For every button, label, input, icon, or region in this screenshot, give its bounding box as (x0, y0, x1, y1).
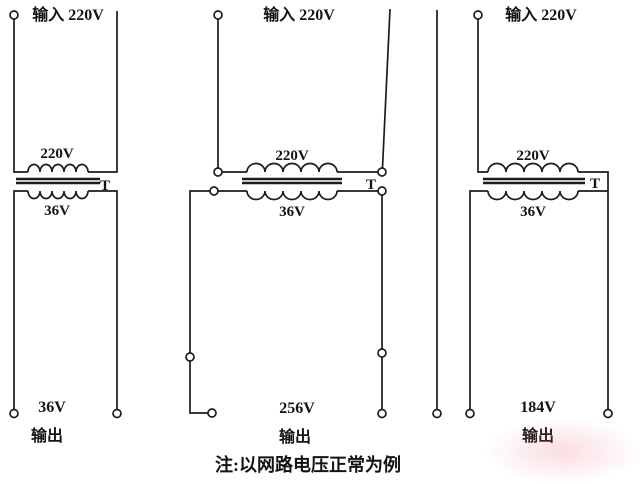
secondary-right-terminal (377, 186, 387, 196)
primary-coil (246, 162, 338, 173)
diagram-normal-36v: 输入 220V 220V T 36V 36V 输出 (9, 5, 122, 445)
input-terminal (9, 10, 19, 20)
secondary-left-wire (469, 190, 488, 409)
primary-coil (487, 162, 579, 173)
diagram-boost-256v: 输入 220V 220V T 36V 256V 输出 (185, 5, 391, 446)
output-left-wire (189, 361, 208, 414)
output-voltage-label: 184V (520, 399, 556, 416)
footnote: 注:以网路电压正常为例 (215, 454, 401, 475)
input-right-wire (381, 8, 391, 168)
output-terminal (465, 408, 475, 419)
secondary-voltage-label: 36V (44, 203, 70, 219)
output-voltage-label: 256V (279, 400, 315, 417)
output-right-wire (88, 190, 118, 409)
input-left-wire (477, 19, 488, 173)
secondary-coil (246, 190, 338, 201)
output-voltage-label: 36V (38, 399, 66, 416)
output-terminal (432, 408, 442, 419)
input-right-wire (88, 11, 118, 173)
tap-terminal (377, 348, 387, 358)
output-terminal (377, 408, 387, 419)
diagram-buck-184v: 输入 220V 220V T 36V 184V 输出 (432, 5, 613, 445)
input-terminal (213, 10, 223, 20)
input-label: 输入 220V (32, 5, 104, 24)
primary-coil (27, 163, 89, 173)
tap-terminal (185, 352, 195, 362)
output-terminal (207, 408, 217, 418)
primary-right-wire (578, 171, 609, 409)
output-terminal (112, 408, 122, 419)
output-terminal (9, 408, 19, 419)
input-left-wire (13, 19, 28, 173)
input-label: 输入 220V (505, 5, 577, 24)
series-link-wire (189, 190, 210, 353)
secondary-voltage-label: 36V (520, 204, 546, 220)
input-label: 输入 220V (263, 5, 335, 24)
input-terminal (473, 10, 483, 20)
primary-voltage-label: 220V (40, 146, 74, 162)
output-label: 输出 (279, 427, 311, 446)
primary-voltage-label: 220V (275, 148, 309, 164)
primary-left-terminal (213, 167, 223, 177)
output-label: 输出 (522, 426, 554, 445)
primary-voltage-label: 220V (516, 148, 550, 164)
output-left-wire (13, 190, 28, 409)
transformer-label: T (366, 177, 376, 193)
output-label: 输出 (31, 426, 63, 445)
secondary-coil (27, 190, 89, 200)
transformer-label: T (590, 176, 600, 192)
secondary-voltage-label: 36V (279, 204, 305, 220)
output-terminal (603, 408, 613, 419)
primary-right-terminal (377, 167, 387, 177)
transformer-label: T (100, 178, 110, 194)
secondary-left-terminal (209, 186, 219, 196)
secondary-coil (487, 190, 579, 201)
